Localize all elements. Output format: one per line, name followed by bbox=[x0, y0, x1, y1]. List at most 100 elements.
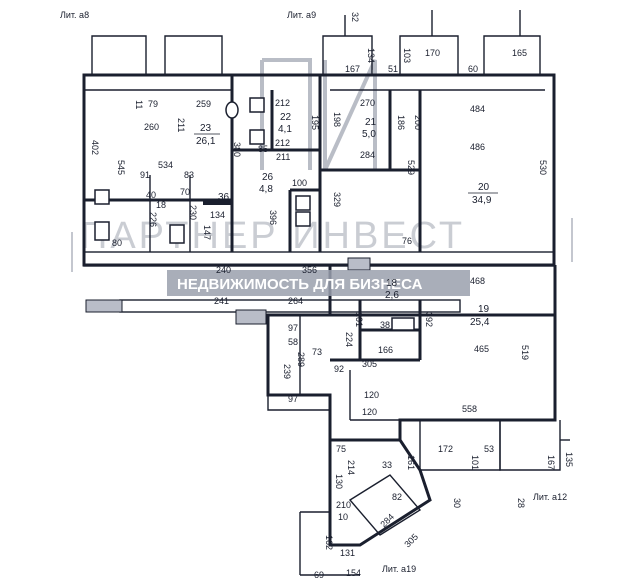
watermark-title: ПАРТНЕР ИНВЕСТ bbox=[80, 215, 465, 257]
dim: 484 bbox=[470, 104, 485, 114]
dim: 170 bbox=[425, 48, 440, 58]
room-19: 19 25,4 bbox=[466, 304, 498, 328]
dim: 32 bbox=[350, 12, 360, 22]
toilet-fixture-3 bbox=[249, 97, 265, 113]
dim: 120 bbox=[362, 407, 377, 417]
room-21: 21 5,0 bbox=[362, 117, 377, 140]
dim: 147 bbox=[202, 225, 212, 240]
dim: 380 bbox=[232, 142, 242, 157]
dim: 396 bbox=[268, 210, 278, 225]
dim: 212 bbox=[275, 138, 290, 148]
room-18: 18 2,6 bbox=[385, 278, 399, 301]
dim: 211 bbox=[276, 152, 290, 162]
dim: 85 bbox=[258, 144, 268, 154]
dim: 214 bbox=[346, 460, 356, 475]
dim: 134 bbox=[210, 210, 225, 220]
dim: 76 bbox=[402, 236, 412, 246]
dim: 240 bbox=[216, 265, 231, 275]
dim: 100 bbox=[292, 178, 307, 188]
room-area: 2,6 bbox=[385, 290, 399, 301]
room-22: 22 4,1 bbox=[278, 112, 292, 135]
room-number: 20 bbox=[478, 182, 490, 193]
dim: 195 bbox=[310, 115, 320, 130]
annex-a10-left bbox=[399, 35, 459, 75]
room-20: 20 34,9 bbox=[468, 182, 498, 206]
dim: 38 bbox=[380, 320, 390, 330]
annex-lower-2 bbox=[499, 420, 561, 471]
dim: 534 bbox=[158, 160, 173, 170]
dim: 210 bbox=[336, 500, 351, 510]
dim: 212 bbox=[275, 98, 290, 108]
dim: 329 bbox=[332, 192, 342, 207]
dim: 392 bbox=[424, 312, 434, 327]
dim: 356 bbox=[302, 265, 317, 275]
dim: 97 bbox=[288, 394, 298, 404]
room-area: 5,0 bbox=[362, 129, 376, 140]
dim: 166 bbox=[378, 345, 393, 355]
room-area: 25,4 bbox=[470, 317, 490, 328]
dim: 80 bbox=[112, 238, 122, 248]
sink-fixture-2 bbox=[249, 129, 265, 145]
lit-a9-label: Лит. а9 bbox=[287, 10, 316, 20]
dim: 103 bbox=[402, 48, 412, 63]
room-number: 21 bbox=[365, 117, 377, 128]
dim: 134 bbox=[366, 48, 376, 63]
annex-a8-left bbox=[91, 35, 147, 75]
dim: 92 bbox=[334, 364, 344, 374]
dim: 558 bbox=[462, 404, 477, 414]
room-26: 26 4,8 bbox=[259, 172, 274, 195]
dim: 284 bbox=[360, 150, 375, 160]
dim: 75 bbox=[336, 444, 346, 454]
bath-fixture bbox=[391, 317, 415, 331]
dim: 69 bbox=[314, 570, 324, 580]
dim: 200 bbox=[413, 115, 423, 130]
dim: 83 bbox=[184, 170, 194, 180]
banner bbox=[167, 270, 470, 296]
dim: 79 bbox=[148, 99, 158, 109]
dim: 51 bbox=[388, 64, 398, 74]
dim: 264 bbox=[288, 296, 303, 306]
dim: 120 bbox=[364, 390, 379, 400]
dim: 270 bbox=[360, 98, 375, 108]
dim: 305 bbox=[402, 532, 420, 550]
annex-a19 bbox=[328, 439, 432, 547]
watermark-logo bbox=[260, 58, 377, 171]
dim: 402 bbox=[90, 140, 100, 155]
dim: 468 bbox=[470, 276, 485, 286]
room-area: 4,8 bbox=[259, 184, 273, 195]
dim: 259 bbox=[196, 99, 211, 109]
room-area: 26,1 bbox=[196, 136, 216, 147]
toilet-bowl-fixture bbox=[225, 101, 239, 119]
dim: 530 bbox=[538, 160, 548, 175]
dim: 529 bbox=[406, 160, 416, 175]
dim: 289 bbox=[296, 352, 306, 367]
banner-text: НЕДВИЖИМОСТЬ ДЛЯ БИЗНЕСА bbox=[177, 276, 423, 293]
hatched-wall-3 bbox=[85, 299, 123, 313]
dim: 40 bbox=[146, 190, 156, 200]
annex-a10-right bbox=[483, 35, 541, 75]
dim: 226 bbox=[148, 212, 158, 227]
dim: 154 bbox=[346, 568, 361, 578]
dim: 10 bbox=[338, 512, 348, 522]
hatched-wall-2 bbox=[347, 257, 371, 271]
dim: 211 bbox=[176, 118, 186, 132]
lit-a19-label: Лит. а19 bbox=[382, 564, 416, 574]
dim: 97 bbox=[288, 323, 298, 333]
dim: 186 bbox=[396, 115, 406, 130]
dim: 82 bbox=[392, 492, 402, 502]
dim: 18 bbox=[156, 200, 166, 210]
room-36: 36 bbox=[218, 192, 230, 203]
room-number: 19 bbox=[478, 304, 490, 315]
toilet-fixture-4 bbox=[295, 211, 311, 227]
dim: 486 bbox=[470, 142, 485, 152]
annex-a9 bbox=[322, 35, 373, 75]
dim: 33 bbox=[382, 460, 392, 470]
dim: 167 bbox=[546, 455, 556, 470]
hatched-wall-1 bbox=[235, 309, 267, 325]
room-area: 34,9 bbox=[472, 195, 492, 206]
toilet-fixture-2 bbox=[169, 224, 185, 244]
dim: 60 bbox=[468, 64, 478, 74]
room-number: 36 bbox=[218, 192, 230, 203]
toilet-fixture bbox=[94, 221, 110, 241]
